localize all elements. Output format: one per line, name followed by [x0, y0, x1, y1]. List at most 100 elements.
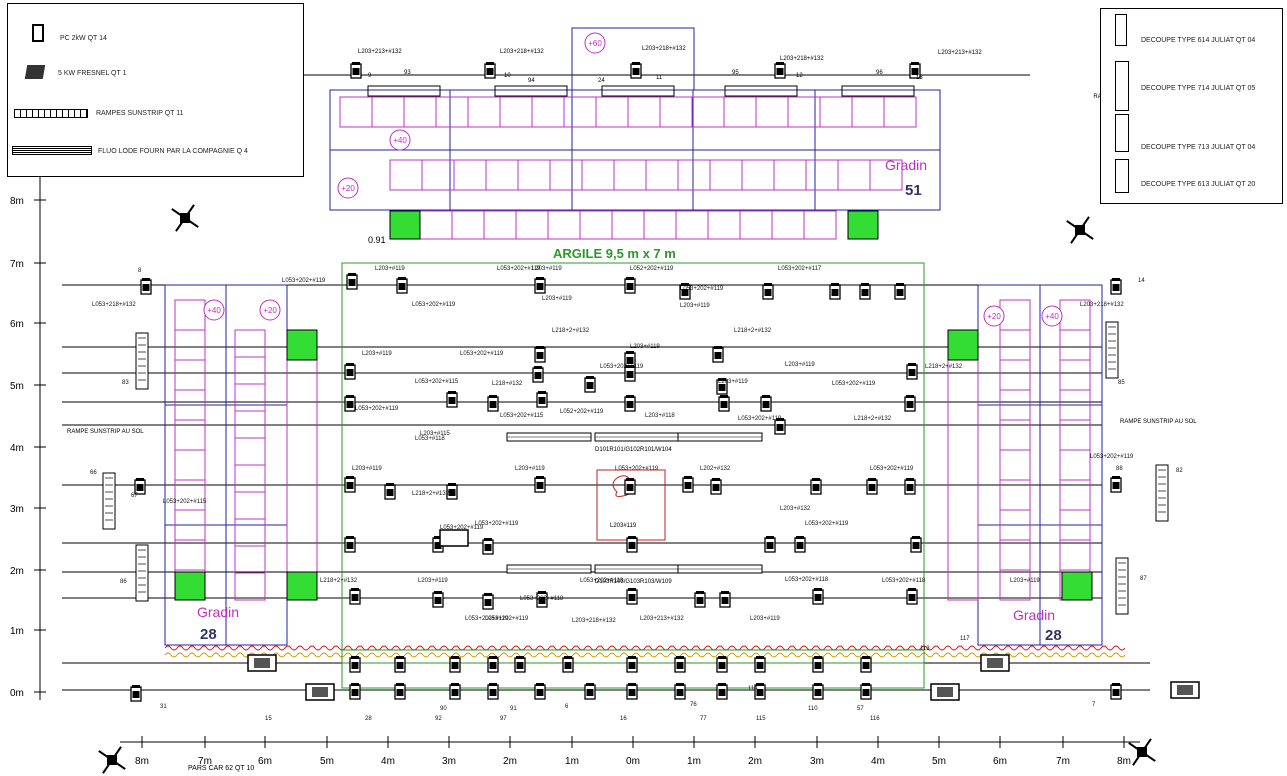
- fixture-cap: [398, 277, 406, 280]
- rope-red: [164, 645, 1126, 651]
- fixture-lens: [489, 689, 497, 696]
- seat: [645, 159, 679, 191]
- fixture-label: 117: [960, 636, 970, 642]
- fixture-label: 82: [1176, 468, 1183, 474]
- fixture-cap: [538, 391, 546, 394]
- fixture-label: L203+#119: [375, 266, 405, 272]
- fixture-lens: [766, 542, 774, 549]
- fixture-label: L218+2+#132: [925, 364, 963, 370]
- seat: [421, 159, 455, 191]
- fixture-label: 13: [916, 75, 923, 81]
- seat: [595, 96, 629, 128]
- seat: [627, 96, 661, 128]
- fixture-lens: [814, 662, 822, 669]
- fixture-lens: [386, 489, 394, 496]
- seat: [174, 539, 206, 571]
- fixture-lens: [628, 542, 636, 549]
- fixture-lens: [861, 289, 869, 296]
- fixture-lens: [908, 369, 916, 376]
- fixture-cap: [351, 588, 359, 591]
- fixture-cap: [626, 277, 634, 280]
- x-tick-label: 4m: [871, 756, 885, 767]
- fixture-cap: [776, 62, 784, 65]
- fixture-lens: [348, 279, 356, 286]
- fixture-label: 24: [598, 78, 605, 84]
- fixture-lens: [132, 691, 140, 698]
- fixture-label: 16: [620, 716, 627, 722]
- fixture-cap: [484, 593, 492, 596]
- fixture-label: L053+218+#132: [92, 302, 136, 308]
- fixture-label: L218+#132: [492, 381, 523, 387]
- fixture-label: L053+202+#119: [412, 302, 456, 308]
- fixture-cap: [906, 395, 914, 398]
- fixture-label: L203+#119: [630, 344, 660, 350]
- fixture-lens: [632, 68, 640, 75]
- legend-item-label: DECOUPE TYPE 614 JULIAT QT 04: [1141, 37, 1256, 44]
- fixture-lens: [434, 542, 442, 549]
- side-sunstrip: [135, 544, 149, 602]
- fixture-cap: [814, 588, 822, 591]
- side-sunstrip: [102, 472, 116, 530]
- fixture-lens: [586, 382, 594, 389]
- top-box: [571, 27, 695, 91]
- fixture-label: 91: [510, 706, 517, 712]
- fixture-cap: [346, 363, 354, 366]
- fixture-label: L218+2+#132: [854, 416, 892, 422]
- fixture-cap: [386, 483, 394, 486]
- fixture-label: L203+#119: [680, 303, 710, 309]
- fixture-label: L203+#119: [362, 351, 392, 357]
- seat: [883, 96, 917, 128]
- seat: [869, 159, 903, 191]
- fixture-cap: [628, 588, 636, 591]
- fixture-label: 57: [857, 706, 864, 712]
- fixture-label: L203+#119: [542, 296, 572, 302]
- green-square: [389, 210, 421, 240]
- fixture-lens: [862, 689, 870, 696]
- fixture-lens: [628, 594, 636, 601]
- y-tick-label: 2m: [10, 566, 24, 577]
- seat: [999, 329, 1031, 361]
- level-circle: [337, 177, 359, 199]
- fixture-label: L203+#119: [718, 379, 748, 385]
- fixture-cap: [346, 395, 354, 398]
- fixture-cap: [346, 536, 354, 539]
- fixture-lens: [626, 357, 634, 364]
- fixture-label: 67: [131, 493, 138, 499]
- ramp-label: RAMPE SUNSTRIP AU SOL: [1120, 419, 1197, 425]
- y-tick-label: 1m: [10, 626, 24, 637]
- seat: [999, 569, 1031, 601]
- fixture-label: L053+202+#119: [870, 466, 914, 472]
- seat: [999, 539, 1031, 571]
- fixture-label: 92: [435, 716, 442, 722]
- fixture-label: L203+213+#132: [938, 50, 982, 56]
- sunstrip-icon: [14, 109, 88, 118]
- measure-label: 0.91: [368, 235, 386, 245]
- fixture-label: L052+202+#119: [630, 266, 674, 272]
- fixture-lens: [906, 401, 914, 408]
- decoupe-714-icon: [1115, 61, 1129, 111]
- fixture-cap: [564, 656, 572, 659]
- level-circle: [983, 305, 1005, 327]
- x-tick-label: 2m: [503, 756, 517, 767]
- x-tick-label: 7m: [198, 756, 212, 767]
- green-square: [1061, 571, 1093, 601]
- fixture-cap: [351, 656, 359, 659]
- fixture-lens: [776, 424, 784, 431]
- fixture-label: 94: [528, 78, 535, 84]
- fixture-cap: [676, 683, 684, 686]
- fixture-lens: [586, 689, 594, 696]
- fixture-label: 93: [404, 70, 411, 76]
- level-circle: [584, 32, 606, 54]
- fixture-lens: [351, 594, 359, 601]
- fixture-label: L053+202+#118: [882, 578, 926, 584]
- fixture-label: 110: [808, 706, 818, 712]
- fixture-cap: [1112, 278, 1120, 281]
- fixture-lens: [718, 384, 726, 391]
- seat: [837, 159, 871, 191]
- fixture-lens: [346, 369, 354, 376]
- legend-item-label: DECOUPE TYPE 714 JULIAT QT 05: [1141, 85, 1256, 92]
- fixture-cap: [536, 476, 544, 479]
- fixture-cap: [448, 483, 456, 486]
- fixture-lens: [718, 689, 726, 696]
- fixture-cap: [516, 656, 524, 659]
